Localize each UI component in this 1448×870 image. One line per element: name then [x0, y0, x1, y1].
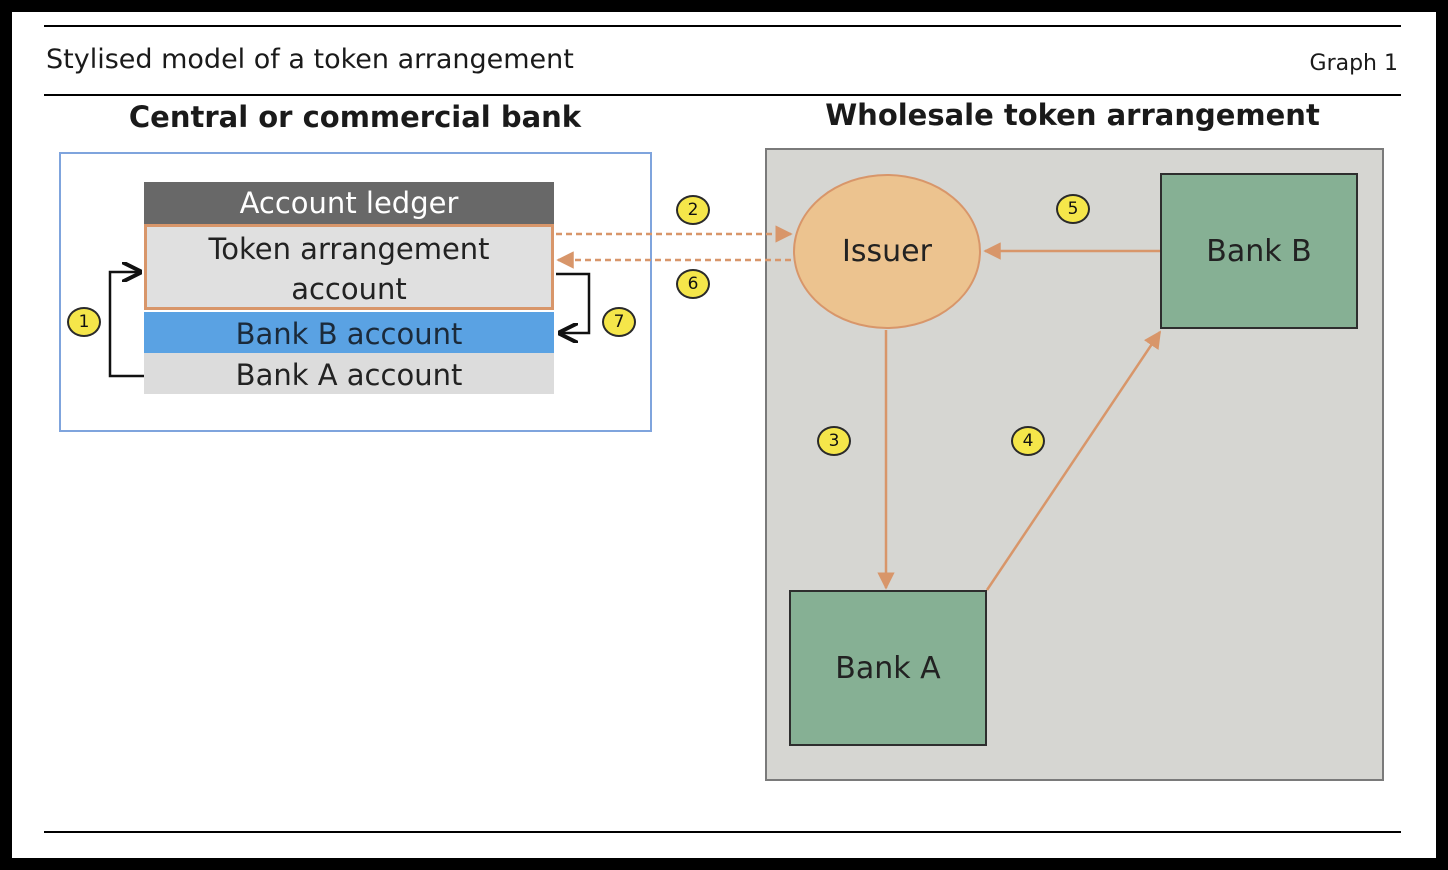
step-badge-2: 2 [676, 195, 710, 225]
step-badge-1: 1 [67, 307, 101, 337]
step-badge-6: 6 [676, 269, 710, 299]
figure-title: Stylised model of a token arrangement [46, 44, 574, 75]
bank-a-label: Bank A [835, 650, 941, 686]
step-badge-7: 7 [602, 307, 636, 337]
bank-b-node: Bank B [1160, 173, 1358, 329]
token-account-label-line1: Token arrangement [208, 232, 490, 266]
bank-b-account: Bank B account [144, 312, 554, 353]
step-badge-3: 3 [817, 426, 851, 456]
bottom-rule [44, 831, 1401, 833]
token-arrangement-account: Token arrangement account [144, 224, 554, 310]
account-ledger-header: Account ledger [144, 182, 554, 224]
step-1-arrow [108, 272, 144, 378]
token-account-label-line2: account [291, 272, 407, 306]
bank-b-label: Bank B [1206, 233, 1312, 269]
step-badge-4: 4 [1011, 426, 1045, 456]
step-badge-5: 5 [1056, 194, 1090, 224]
left-panel-title: Central or commercial bank [128, 100, 582, 134]
graph-label: Graph 1 [1309, 51, 1398, 76]
bank-a-node: Bank A [789, 590, 987, 746]
step-7-arrow [556, 272, 591, 333]
header-rule [44, 94, 1401, 96]
right-panel-title: Wholesale token arrangement [825, 98, 1320, 132]
issuer-label: Issuer [842, 234, 932, 269]
step-4-arrow [985, 330, 1162, 591]
bank-a-account: Bank A account [144, 353, 554, 394]
issuer-node: Issuer [793, 174, 981, 329]
top-rule [44, 25, 1401, 27]
